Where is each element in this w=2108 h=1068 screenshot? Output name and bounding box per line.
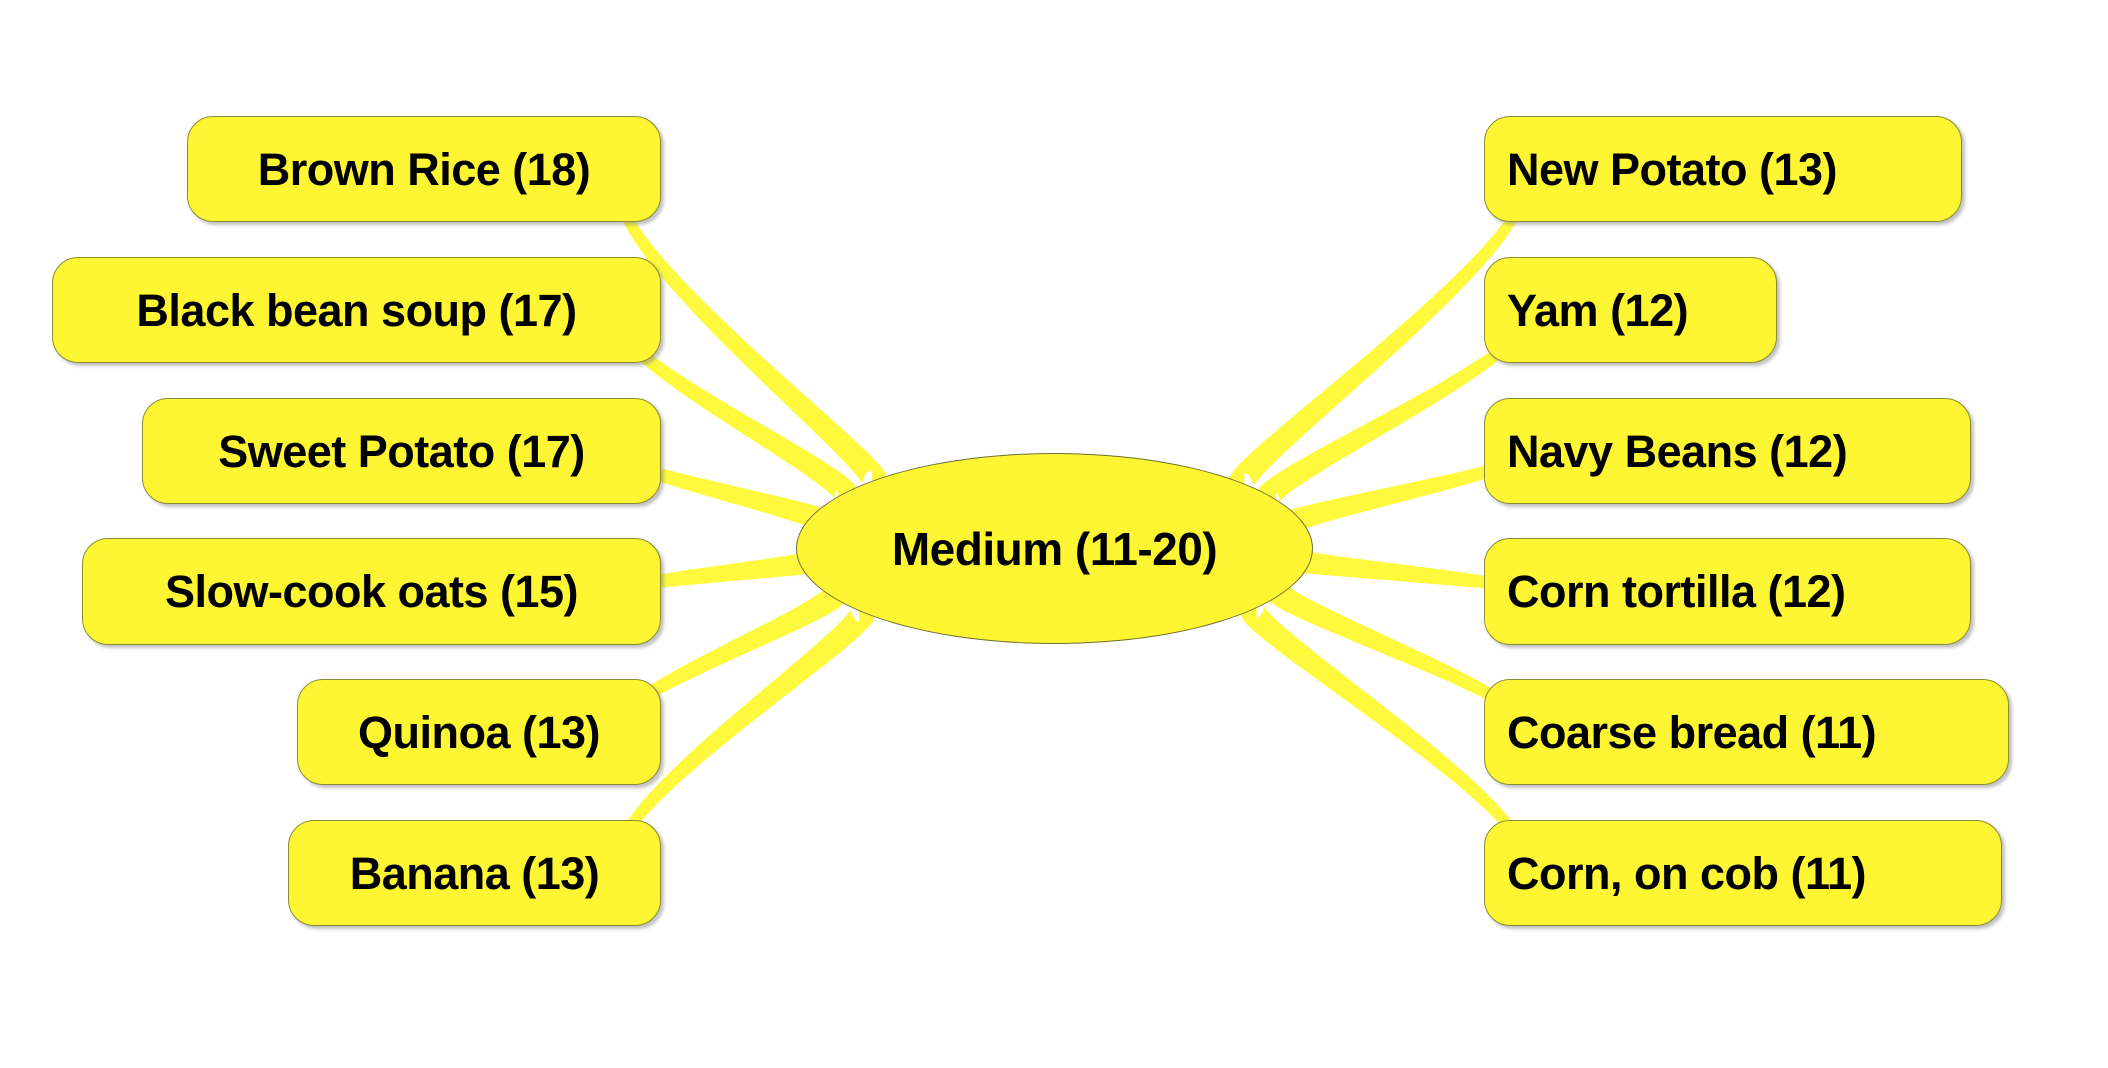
branch-node-right-1[interactable]: Yam (12) bbox=[1484, 257, 1777, 363]
branch-node-left-1[interactable]: Black bean soup (17) bbox=[52, 257, 661, 363]
branch-node-label: Brown Rice (18) bbox=[257, 143, 591, 195]
branch-node-label: Corn tortilla (12) bbox=[1507, 566, 1846, 617]
branch-node-label: Yam (12) bbox=[1507, 284, 1689, 336]
branch-node-left-2[interactable]: Sweet Potato (17) bbox=[142, 398, 661, 504]
branch-node-left-3[interactable]: Slow-cook oats (15) bbox=[82, 538, 661, 645]
branch-node-right-5[interactable]: Corn, on cob (11) bbox=[1484, 820, 2002, 926]
branch-node-right-3[interactable]: Corn tortilla (12) bbox=[1484, 538, 1971, 645]
branch-node-right-0[interactable]: New Potato (13) bbox=[1484, 116, 1962, 222]
branch-node-label: Sweet Potato (17) bbox=[218, 425, 585, 477]
center-node[interactable]: Medium (11-20) bbox=[796, 453, 1313, 644]
branch-node-label: Navy Beans (12) bbox=[1507, 425, 1848, 477]
branch-node-label: New Potato (13) bbox=[1507, 143, 1838, 195]
center-node-label: Medium (11-20) bbox=[891, 522, 1218, 575]
branch-node-label: Quinoa (13) bbox=[357, 706, 601, 758]
branch-node-left-5[interactable]: Banana (13) bbox=[288, 820, 661, 926]
branch-node-left-0[interactable]: Brown Rice (18) bbox=[187, 116, 661, 222]
branch-node-left-4[interactable]: Quinoa (13) bbox=[297, 679, 661, 785]
branch-node-label: Banana (13) bbox=[349, 847, 600, 899]
branch-node-label: Coarse bread (11) bbox=[1507, 706, 1877, 758]
branch-node-label: Black bean soup (17) bbox=[136, 284, 577, 336]
branch-node-label: Slow-cook oats (15) bbox=[164, 566, 579, 617]
branch-node-label: Corn, on cob (11) bbox=[1507, 847, 1867, 899]
branch-node-right-4[interactable]: Coarse bread (11) bbox=[1484, 679, 2009, 785]
branch-node-right-2[interactable]: Navy Beans (12) bbox=[1484, 398, 1971, 504]
connector-edge bbox=[1227, 166, 1528, 501]
